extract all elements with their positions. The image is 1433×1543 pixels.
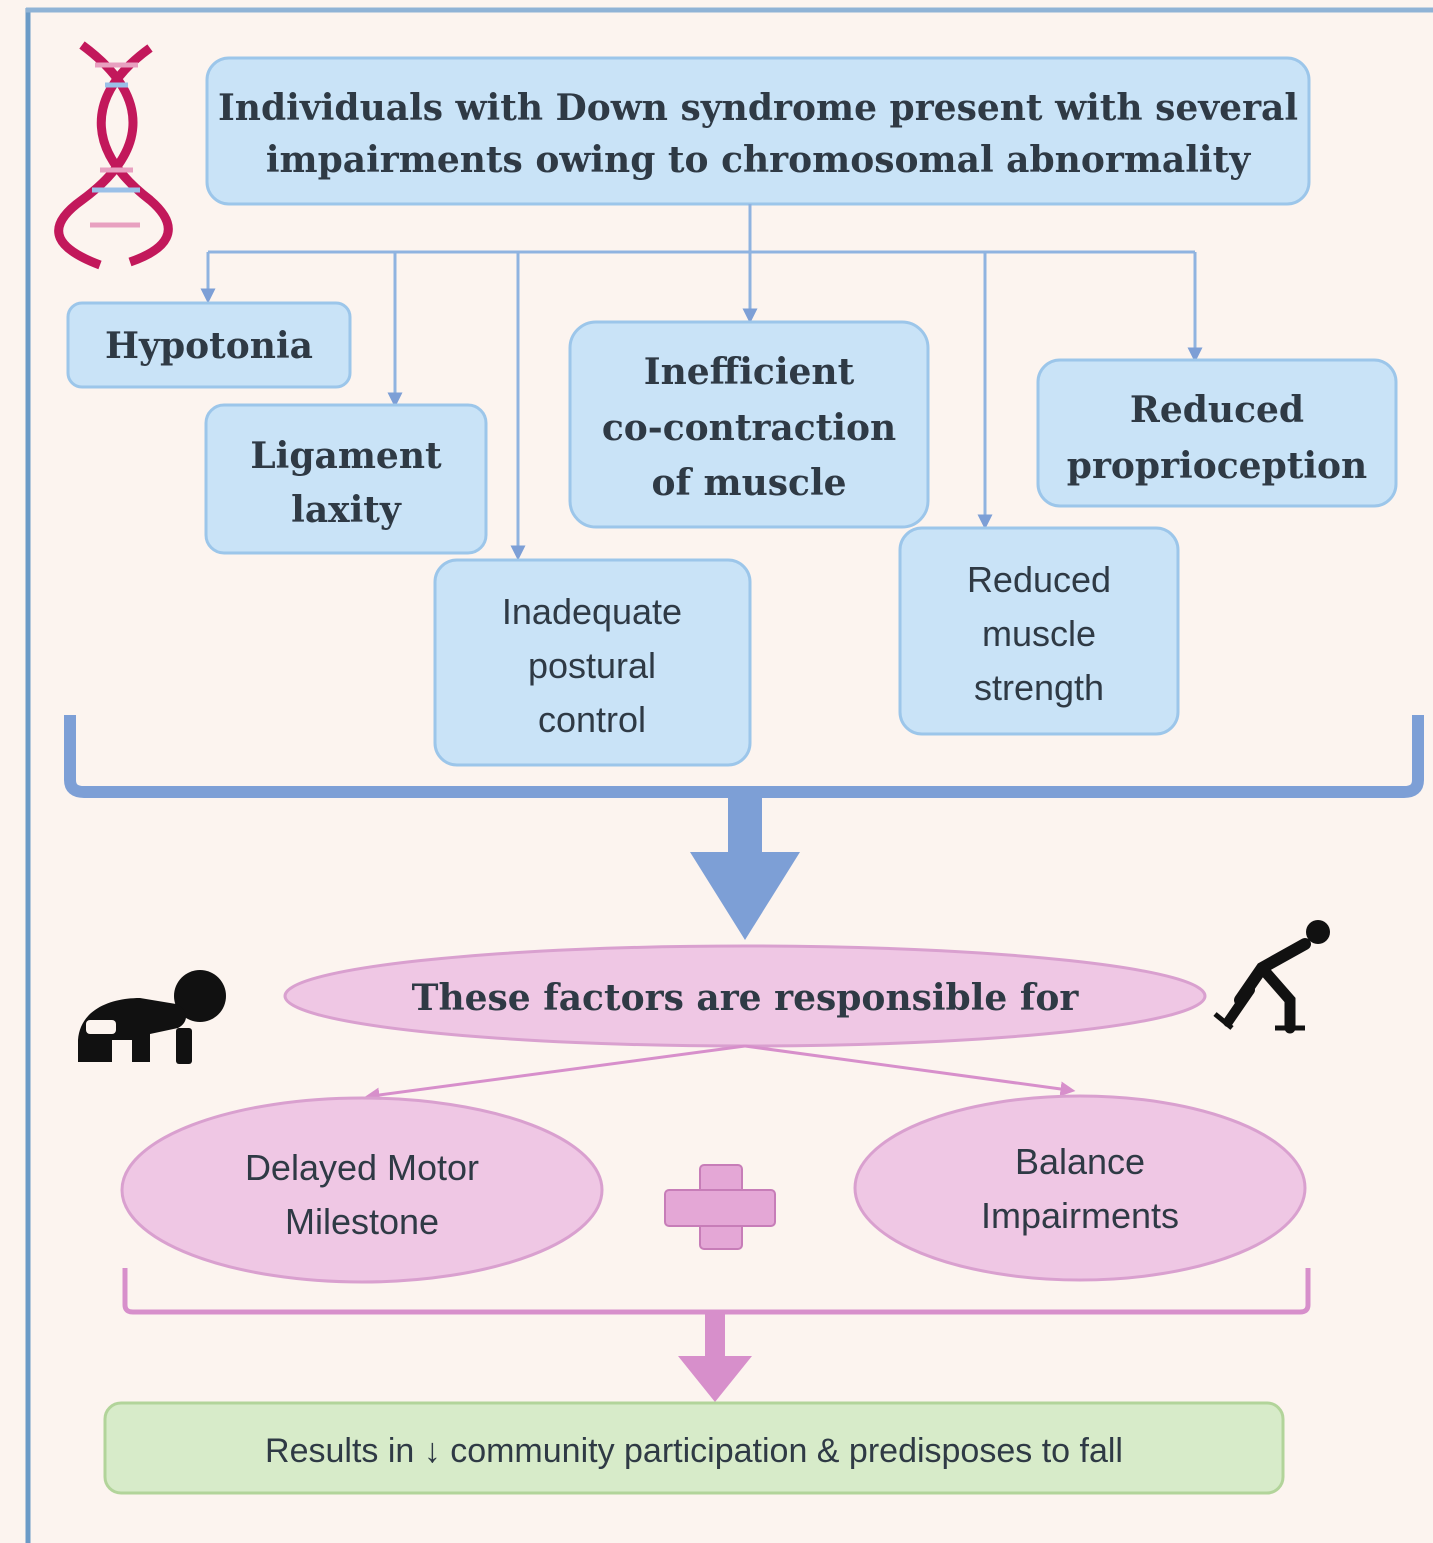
factors-ellipse: These factors are responsible for: [283, 944, 1207, 1048]
impairment-label: Hypotonia: [105, 325, 313, 367]
impairment-hypotonia: Hypotonia: [66, 301, 352, 389]
outcome-connectors: [364, 1044, 1076, 1103]
factors-label: These factors are responsible for: [412, 977, 1080, 1019]
top-box-line-1: Individuals with Down syndrome present w…: [218, 87, 1298, 129]
impairment-label: co-contraction: [602, 407, 896, 449]
impairment-label: of muscle: [651, 462, 846, 504]
outcome-label: Delayed Motor: [245, 1147, 479, 1188]
impairment-label: postural: [528, 645, 656, 686]
impairment-label: Ligament: [250, 435, 442, 477]
outcome-balance: Balance Impairments: [853, 1094, 1307, 1282]
plus-icon: [664, 1164, 776, 1250]
result-box: Results in ↓ community participation & p…: [103, 1401, 1285, 1495]
outcome-delayed-motor: Delayed Motor Milestone: [120, 1096, 604, 1284]
impairment-ligament-laxity: Ligament laxity: [204, 403, 488, 555]
impairment-label: proprioception: [1067, 445, 1367, 487]
impairment-connectors: [200, 204, 1203, 561]
top-box-line-2: impairments owing to chromosomal abnorma…: [266, 139, 1251, 181]
impairment-postural-control: Inadequate postural control: [433, 558, 752, 767]
impairment-label: strength: [974, 667, 1104, 708]
impairment-proprioception: Reduced proprioception: [1036, 358, 1398, 508]
down-arrow-icon: ↓: [424, 1432, 441, 1470]
skater-icon: [1213, 920, 1330, 1034]
outcome-label: Impairments: [981, 1195, 1179, 1236]
top-summary-box: Individuals with Down syndrome present w…: [205, 56, 1311, 206]
result-text: Results in ↓ community participation & p…: [265, 1432, 1123, 1470]
pink-bracket: [122, 1268, 1311, 1402]
impairment-label: Inadequate: [502, 591, 682, 632]
dna-icon: [54, 41, 173, 270]
impairment-muscle-strength: Reduced muscle strength: [898, 526, 1180, 736]
result-suffix: community participation & predisposes to…: [450, 1432, 1123, 1470]
crawling-baby-icon: [78, 970, 226, 1064]
impairment-label: laxity: [291, 489, 402, 531]
blue-bracket: [64, 715, 1424, 940]
outcome-label: Milestone: [285, 1201, 439, 1242]
impairment-label: Reduced: [1130, 389, 1304, 431]
impairment-label: muscle: [982, 613, 1096, 654]
result-prefix: Results in: [265, 1432, 414, 1470]
outcome-label: Balance: [1015, 1141, 1145, 1182]
impairment-label: Inefficient: [644, 351, 855, 393]
impairment-label: Reduced: [967, 559, 1111, 600]
impairment-co-contraction: Inefficient co-contraction of muscle: [568, 320, 930, 529]
impairment-label: control: [538, 699, 646, 740]
